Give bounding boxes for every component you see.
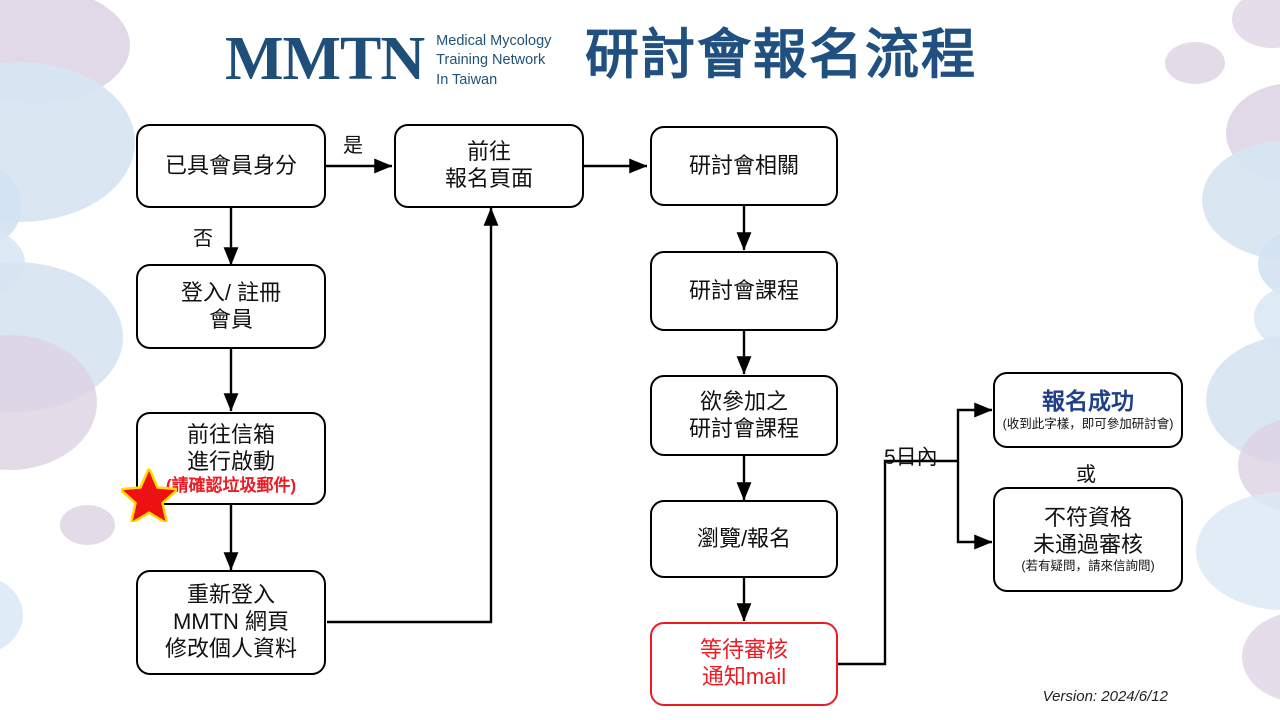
node-success[interactable]: 報名成功 (收到此字樣，即可參加研討會) xyxy=(993,372,1183,448)
node-waiting-review-line-2: 通知mail xyxy=(701,664,787,689)
node-rejected-note: (若有疑問，請來信詢問) xyxy=(1021,559,1155,574)
node-browse-signup[interactable]: 瀏覽/報名 xyxy=(650,500,838,578)
mmtn-logo: MMTN Medical Mycology Training Network I… xyxy=(225,28,551,90)
node-seminar-course-line-1: 研討會課程 xyxy=(688,277,799,303)
edge-split-to-success xyxy=(956,402,993,461)
node-browse-signup-line-1: 瀏覽/報名 xyxy=(696,525,792,551)
edge-label-within-5-days: 5日內 xyxy=(884,446,938,469)
node-wanted-course[interactable]: 欲參加之 研討會課程 xyxy=(650,375,838,456)
logo-subtitle-line-2: Training Network xyxy=(436,52,546,69)
node-success-note: (收到此字樣，即可參加研討會) xyxy=(1002,416,1174,431)
node-register-member[interactable]: 登入/ 註冊 會員 xyxy=(136,264,326,349)
edge-label-or: 或 xyxy=(1076,464,1096,486)
node-rejected[interactable]: 不符資格 未通過審核 (若有疑問，請來信詢問) xyxy=(993,487,1183,592)
node-waiting-review[interactable]: 等待審核 通知mail xyxy=(650,622,838,706)
node-waiting-review-line-1: 等待審核 xyxy=(699,637,788,663)
logo-subtitle-line-3: In Taiwan xyxy=(436,71,498,88)
edge-split-to-rejected xyxy=(956,461,993,550)
edge-label-no: 否 xyxy=(193,228,213,250)
node-register-member-line-2: 會員 xyxy=(208,306,253,332)
node-go-signup-page[interactable]: 前往 報名頁面 xyxy=(394,124,584,208)
edge-waiting-to-split xyxy=(838,459,958,666)
node-activate-mail-note: (請確認垃圾郵件) xyxy=(165,475,297,495)
node-seminar-course[interactable]: 研討會課程 xyxy=(650,251,838,331)
node-relogin-edit-line-3: 修改個人資料 xyxy=(164,635,297,661)
page-title: 研討會報名流程 xyxy=(585,25,977,85)
node-activate-mail-line-1: 前往信箱 xyxy=(186,421,275,447)
node-success-line-1: 報名成功 xyxy=(1042,388,1134,415)
node-member-check[interactable]: 已具會員身分 xyxy=(136,124,326,208)
version-label: Version: 2024/6/12 xyxy=(1042,688,1168,705)
node-activate-mail-line-2: 進行啟動 xyxy=(186,448,275,474)
logo-subtitle: Medical Mycology Training Network In Tai… xyxy=(436,28,551,89)
logo-subtitle-line-1: Medical Mycology xyxy=(436,33,552,50)
node-seminar-related[interactable]: 研討會相關 xyxy=(650,126,838,206)
node-relogin-edit[interactable]: 重新登入 MMTN 網頁 修改個人資料 xyxy=(136,570,326,675)
node-rejected-line-1: 不符資格 xyxy=(1043,504,1132,530)
node-member-check-line-1: 已具會員身分 xyxy=(164,152,297,178)
node-go-signup-page-line-2: 報名頁面 xyxy=(444,166,533,191)
node-relogin-edit-line-1: 重新登入 xyxy=(186,582,275,608)
edge-label-yes: 是 xyxy=(343,135,363,157)
header: MMTN Medical Mycology Training Network I… xyxy=(0,0,1280,115)
star-icon xyxy=(121,468,177,522)
node-go-signup-page-line-1: 前往 xyxy=(466,139,511,165)
node-rejected-line-2: 未通過審核 xyxy=(1032,531,1143,557)
node-wanted-course-line-2: 研討會課程 xyxy=(688,415,799,441)
node-register-member-line-1: 登入/ 註冊 xyxy=(180,279,282,305)
node-relogin-edit-line-2: MMTN 網頁 xyxy=(172,609,290,635)
node-wanted-course-line-1: 欲參加之 xyxy=(699,388,788,414)
edge-relogin-to-signup xyxy=(327,207,499,624)
logo-wordmark: MMTN xyxy=(225,25,425,93)
node-seminar-related-line-1: 研討會相關 xyxy=(688,152,799,178)
